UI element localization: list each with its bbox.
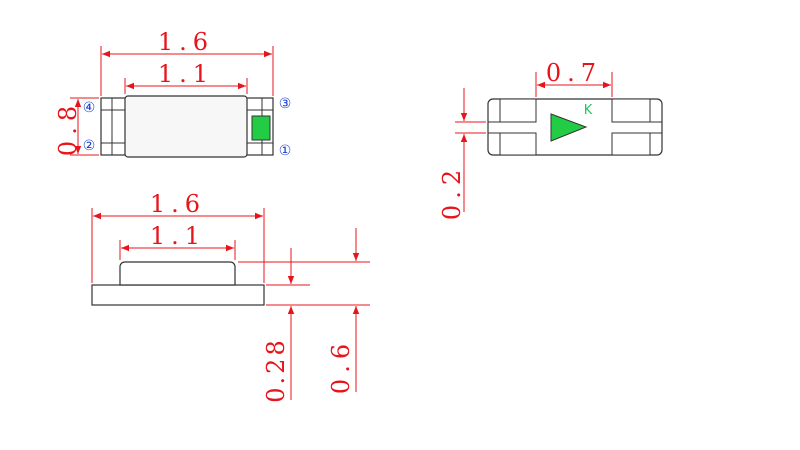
dim-top-overall-length: 1.6: [158, 28, 214, 56]
pin-label-4: ④: [83, 100, 96, 116]
pin-label-3: ③: [279, 96, 292, 112]
dim-side-total-height: 0.6: [327, 338, 355, 394]
side-view: 1.6 1.1 0.28 0.6: [91, 190, 370, 403]
dim-top-width: 0.8: [54, 100, 82, 156]
pad-top-right: [611, 98, 651, 123]
side-view-base: [91, 284, 265, 306]
pad-top-left: [499, 98, 537, 123]
pad-bottom-right: [611, 132, 651, 156]
led-chip-green: [251, 115, 271, 141]
dim-side-body-height: 0.28: [262, 337, 290, 402]
bottom-view: K 0.7 0.2: [438, 59, 663, 220]
dim-bottom-pad-spacing: 0.7: [546, 59, 602, 87]
pin-label-2: ②: [83, 138, 96, 154]
pin-label-1: ①: [279, 143, 292, 159]
cathode-triangle-icon: [550, 113, 588, 142]
side-view-lens: [119, 261, 236, 286]
dim-side-overall-length: 1.6: [150, 190, 206, 218]
dim-side-body-length: 1.1: [150, 222, 206, 250]
cathode-mark-k: K: [584, 103, 593, 118]
pad-bottom-left: [499, 132, 537, 156]
dim-bottom-pad-gap: 0.2: [438, 164, 466, 220]
dim-top-body-length: 1.1: [158, 60, 214, 88]
top-view: 1.6 1.1 0.8 ④ ② ③ ①: [54, 28, 291, 159]
top-view-lens: [124, 95, 248, 158]
